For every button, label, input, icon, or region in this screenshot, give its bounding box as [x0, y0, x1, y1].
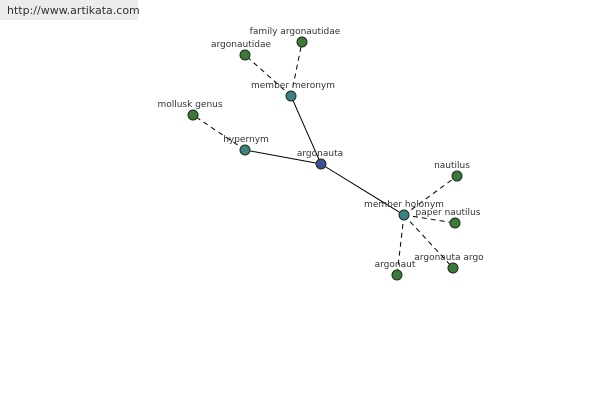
node-hypernym[interactable]: hypernym: [223, 135, 269, 156]
node-argonaut[interactable]: argonaut: [375, 260, 416, 281]
edge-member-holonym-nautilus: [403, 175, 458, 216]
node-circle[interactable]: [239, 144, 251, 156]
node-argonauta[interactable]: argonauta: [297, 149, 343, 170]
edge-member-holonym-argonauta-argo: [403, 214, 454, 269]
node-circle[interactable]: [285, 90, 297, 102]
edge-hypernym-mollusk-genus: [192, 114, 246, 151]
node-member-meronym[interactable]: member meronym: [251, 81, 335, 102]
edge-member-meronym-argonautidae: [244, 54, 292, 97]
node-circle[interactable]: [451, 170, 463, 182]
node-label[interactable]: hypernym: [223, 135, 269, 145]
edge-member-meronym-family-argonautidae: [290, 41, 303, 97]
node-label[interactable]: nautilus: [434, 161, 470, 171]
node-label[interactable]: argonaut: [375, 260, 416, 270]
node-circle[interactable]: [449, 217, 461, 229]
url-link[interactable]: http://www.artikata.com: [7, 4, 140, 17]
node-label[interactable]: family argonautidae: [250, 27, 341, 37]
node-label[interactable]: argonautidae: [211, 40, 271, 50]
node-nautilus[interactable]: nautilus: [434, 161, 470, 182]
node-circle[interactable]: [187, 109, 199, 121]
node-label[interactable]: argonauta: [297, 149, 343, 159]
node-circle[interactable]: [239, 49, 251, 61]
node-label[interactable]: member holonym: [364, 200, 444, 210]
node-circle[interactable]: [447, 262, 459, 274]
node-circle[interactable]: [296, 36, 308, 48]
node-label[interactable]: member meronym: [251, 81, 335, 91]
node-label[interactable]: mollusk genus: [157, 100, 222, 110]
node-label[interactable]: argonauta argo: [414, 253, 484, 263]
edges: [192, 41, 458, 276]
node-circle[interactable]: [315, 158, 327, 170]
edge-argonauta-member-meronym: [290, 95, 322, 165]
node-paper-nautilus[interactable]: paper nautilus: [416, 208, 481, 229]
edge-argonauta-hypernym: [244, 149, 322, 165]
node-circle[interactable]: [398, 209, 410, 221]
edge-member-holonym-argonaut: [396, 214, 405, 276]
node-label[interactable]: paper nautilus: [416, 208, 481, 218]
node-circle[interactable]: [391, 269, 403, 281]
node-argonauta-argo[interactable]: argonauta argo: [414, 253, 484, 274]
node-argonautidae[interactable]: argonautidae: [211, 40, 271, 61]
node-member-holonym[interactable]: member holonym: [364, 200, 444, 221]
node-family-argonautidae[interactable]: family argonautidae: [250, 27, 341, 48]
node-mollusk-genus[interactable]: mollusk genus: [157, 100, 223, 121]
url-banner: http://www.artikata.com: [0, 0, 140, 20]
edge-argonauta-member-holonym: [320, 163, 405, 216]
